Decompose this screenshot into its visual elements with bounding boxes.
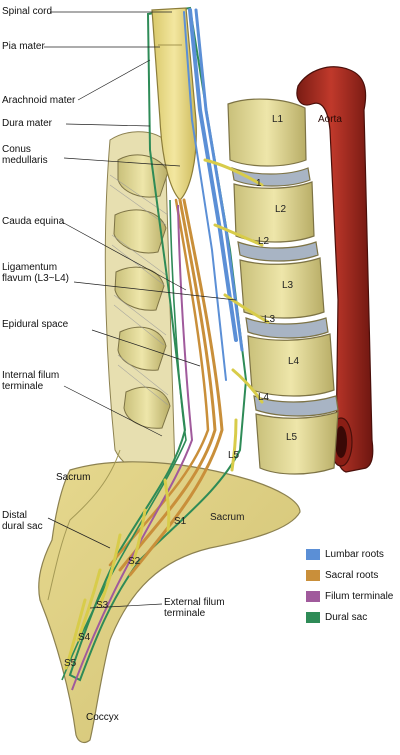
legend-swatch-sacral	[306, 570, 320, 581]
label-L3: L3	[282, 280, 294, 291]
label-sacrum-right: Sacrum	[210, 512, 245, 523]
label-cauda-equina: Cauda equina	[2, 216, 65, 227]
filum-terminale	[71, 204, 194, 691]
aorta-vessel	[296, 66, 374, 473]
legend-item-sacral: Sacral roots	[306, 565, 398, 586]
label-epidural-space: Epidural space	[2, 319, 69, 330]
label-ligamentum-flavum: Ligamentum flavum (L3~L4)	[2, 262, 69, 284]
label-L1: L1	[272, 114, 284, 125]
label-spinal-cord: Spinal cord	[2, 6, 53, 17]
lumbar-roots	[183, 8, 244, 381]
legend-swatch-lumbar	[306, 549, 320, 560]
label-S1: S1	[174, 516, 187, 527]
label-internal-filum: Internal filum terminale	[2, 370, 60, 392]
label-S4: S4	[78, 632, 91, 643]
dural-sac-outline	[68, 6, 248, 682]
leader-lines	[44, 11, 237, 609]
spinous-processes	[113, 154, 171, 429]
root-label-L3: L3	[264, 314, 276, 325]
legend-item-filum: Filum terminale	[306, 586, 398, 607]
root-label-L5: L5	[228, 450, 240, 461]
legend-swatch-filum	[306, 591, 320, 602]
label-external-filum: External filum terminale	[164, 597, 225, 619]
label-conus-medullaris: Conus medullaris	[2, 144, 48, 166]
legend-swatch-dural	[306, 612, 320, 623]
label-S2: S2	[128, 556, 141, 567]
label-distal-dural-sac: Distal dural sac	[2, 510, 43, 532]
label-arachnoid-mater: Arachnoid mater	[2, 95, 76, 106]
label-sacrum-left: Sacrum	[56, 472, 91, 483]
sacral-ridge	[47, 449, 121, 601]
sacrum-bone	[38, 461, 301, 744]
legend-label-lumbar: Lumbar roots	[325, 549, 384, 560]
label-pia-mater: Pia mater	[2, 41, 45, 52]
vertebral-bodies	[227, 98, 339, 475]
label-S5: S5	[64, 658, 77, 669]
label-L2: L2	[275, 204, 287, 215]
legend-label-filum: Filum terminale	[325, 591, 394, 602]
legend-item-dural: Dural sac	[306, 607, 398, 628]
label-coccyx: Coccyx	[86, 712, 119, 723]
nerve-root-exits	[64, 158, 270, 670]
legend-label-dural: Dural sac	[325, 612, 368, 623]
root-label-L2: L2	[258, 236, 270, 247]
label-L5: L5	[286, 432, 298, 443]
label-dura-mater: Dura mater	[2, 118, 53, 129]
legend-label-sacral: Sacral roots	[325, 570, 379, 581]
label-S3: S3	[96, 600, 109, 611]
legend: Lumbar roots Sacral roots Filum terminal…	[306, 544, 398, 628]
root-label-L4: L4	[258, 392, 270, 403]
label-aorta: Aorta	[318, 114, 342, 125]
root-label-1: 1	[256, 178, 262, 189]
legend-item-lumbar: Lumbar roots	[306, 544, 398, 565]
label-L4: L4	[288, 356, 300, 367]
